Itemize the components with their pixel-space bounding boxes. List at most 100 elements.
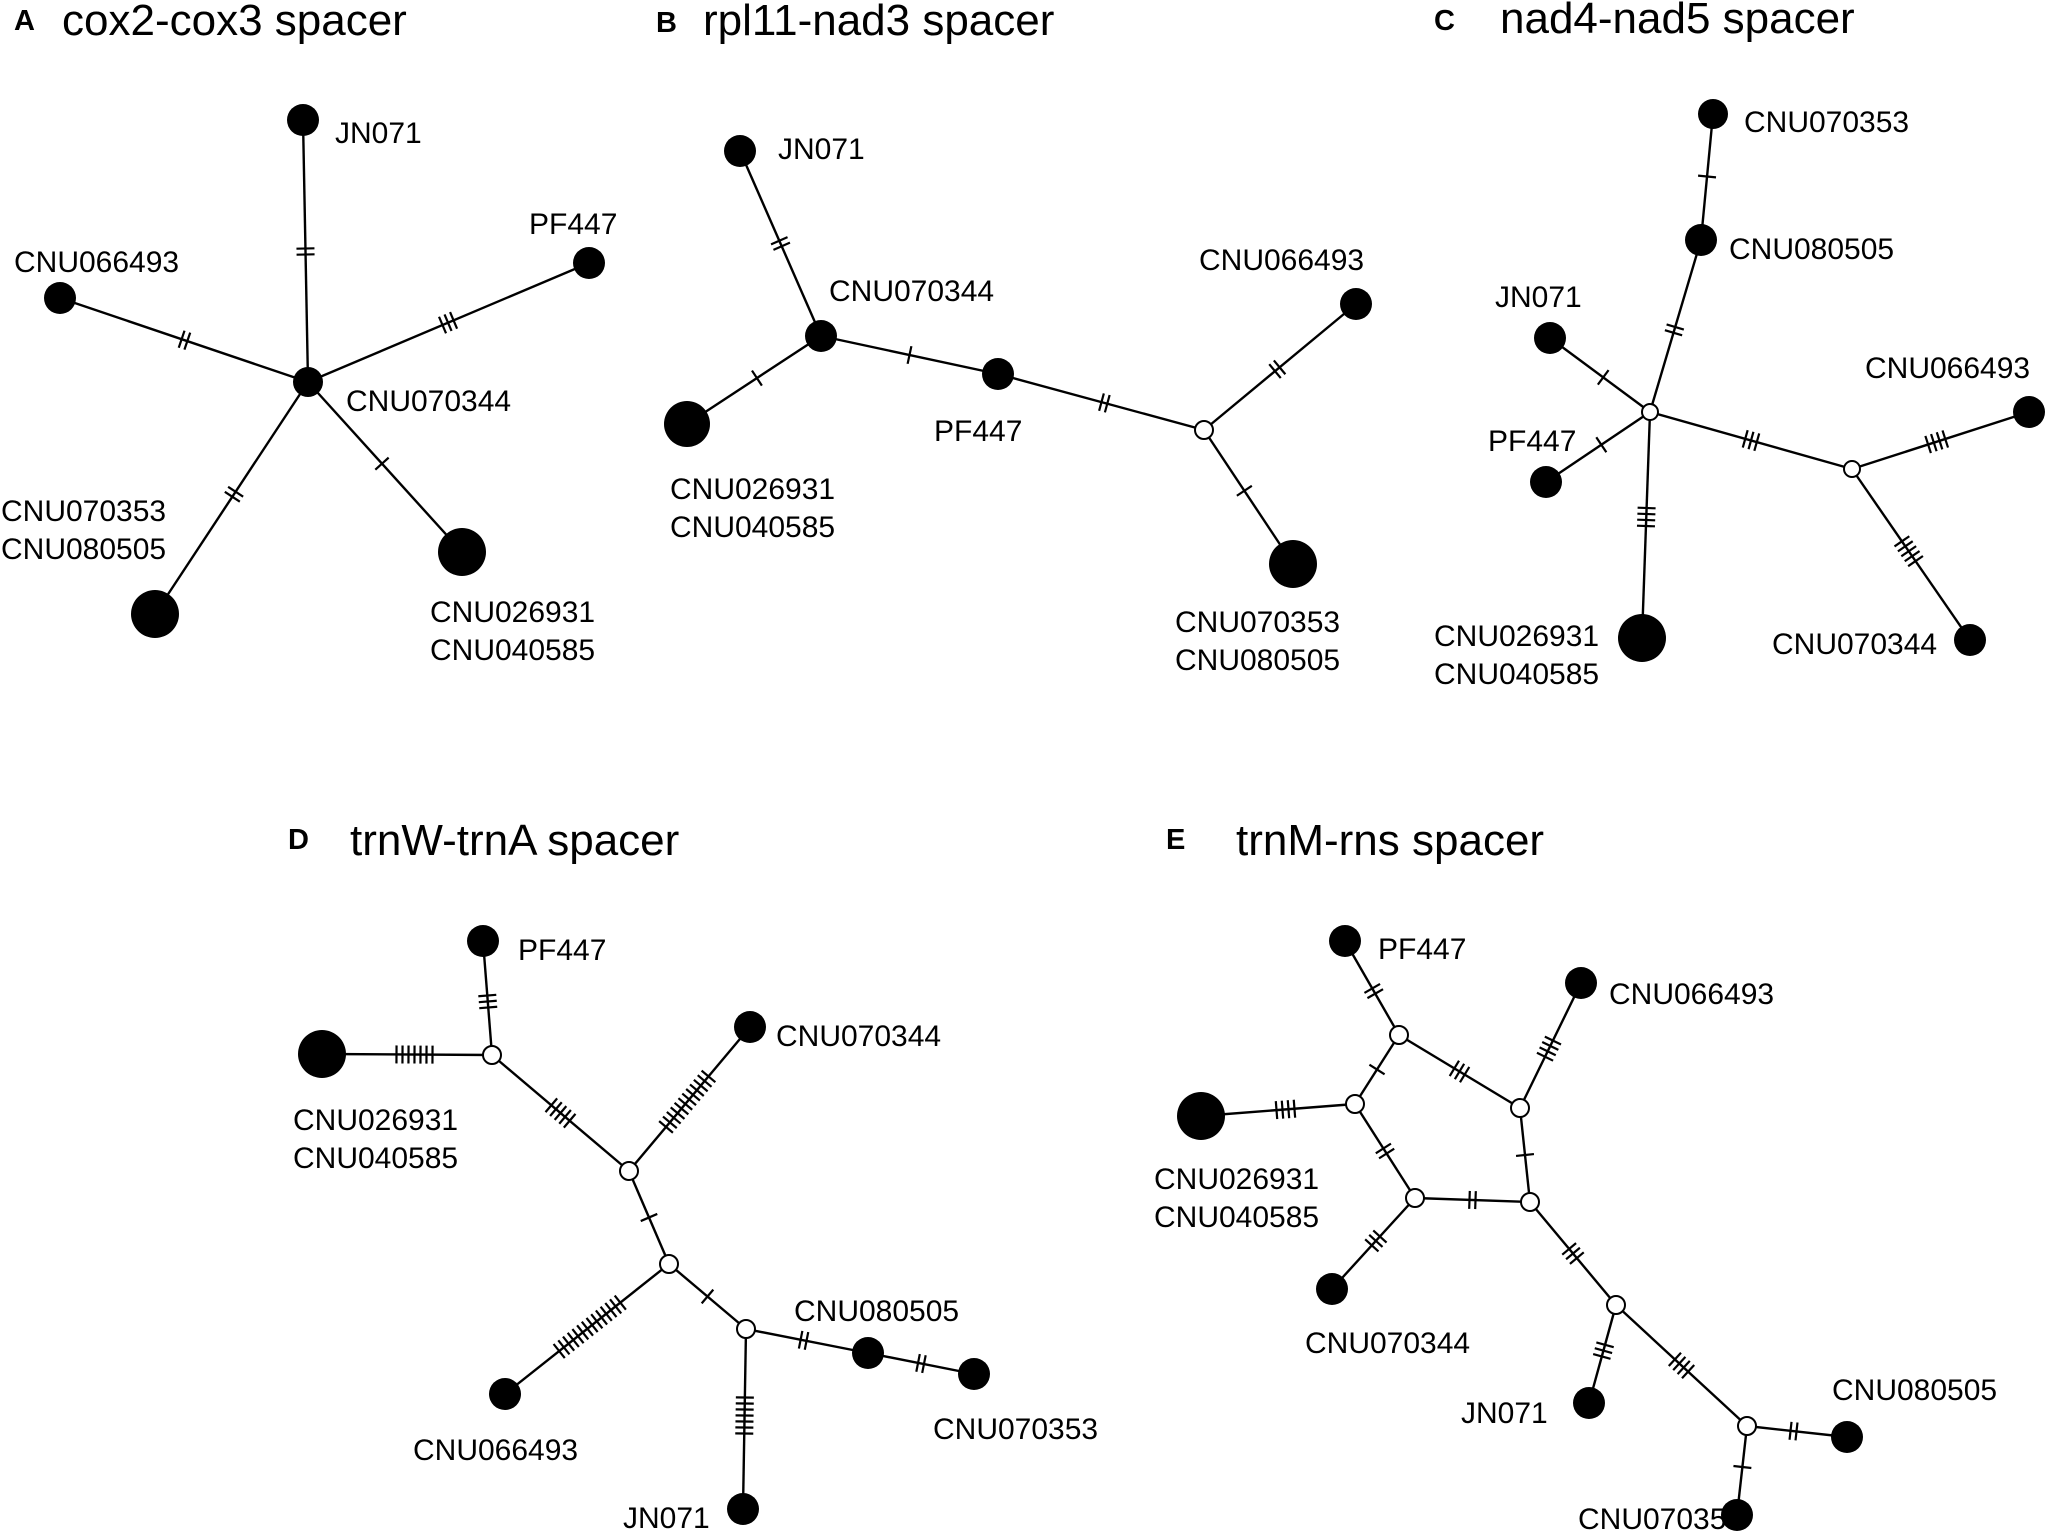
mutation-tick — [595, 1309, 608, 1326]
mutation-tick — [803, 1331, 810, 1350]
mutation-tick — [1273, 359, 1287, 375]
edge-c44-c26 — [686, 334, 822, 426]
mutation-tick — [1363, 982, 1381, 994]
haplotype-node — [438, 528, 486, 576]
haplotype-node — [298, 1030, 346, 1078]
node-label: CNU070353 — [1578, 1503, 1743, 1536]
haplotype-node — [293, 367, 323, 397]
node-label: CNU070344 — [829, 275, 994, 308]
mutation-tick — [1594, 1347, 1613, 1355]
mutation-tick — [1794, 1422, 1799, 1441]
panel-title: rpl11-nad3 spacer — [703, 0, 1054, 45]
node-label: CNU080505 — [794, 1295, 959, 1328]
mutation-tick — [1569, 1251, 1585, 1265]
panel-title: trnW-trnA spacer — [350, 816, 679, 865]
mutation-tick — [576, 1324, 590, 1341]
haplotype-node — [852, 1337, 884, 1369]
mutation-tick — [1541, 1041, 1559, 1051]
network-edges — [59, 119, 590, 615]
haplotype-node — [2013, 396, 2045, 428]
node-label: CNU026931 — [670, 473, 835, 506]
node-label: CNU070344 — [1305, 1327, 1470, 1360]
node-label: CNU040585 — [1434, 658, 1599, 691]
node-label: CNU026931 — [1154, 1163, 1319, 1196]
network-nodes — [1530, 99, 2045, 662]
mutation-tick — [1637, 506, 1656, 510]
mutation-tick — [1897, 540, 1914, 553]
mutation-tick — [609, 1298, 623, 1315]
mutation-tick — [1941, 430, 1950, 448]
mutation-tick — [697, 1074, 713, 1088]
panel-letter: D — [288, 824, 309, 856]
mutation-tick — [580, 1320, 594, 1337]
panel-letter: A — [14, 5, 35, 37]
node-label: CNU070353 — [1744, 106, 1909, 139]
mutation-tick — [677, 1097, 693, 1111]
mutation-tick — [557, 1339, 571, 1356]
haplotype-node — [1329, 925, 1361, 957]
haplotype-node — [287, 104, 319, 136]
edge-m1-c26 — [321, 1052, 493, 1057]
haplotype-node — [958, 1358, 990, 1390]
node-label: JN071 — [778, 133, 865, 166]
node-label: CNU026931 — [1434, 620, 1599, 653]
mutation-tick — [700, 1288, 715, 1305]
node-labels: JN071CNU070344CNU026931CNU040585PF447CNU… — [670, 133, 1364, 677]
node-label: CNU070353 — [933, 1413, 1098, 1446]
mutation-tick — [1924, 435, 1932, 454]
node-label: CNU040585 — [430, 634, 595, 667]
edge-pf-m1 — [481, 940, 494, 1056]
median-vector-node — [1389, 1025, 1409, 1045]
edge-m2-c44 — [1851, 468, 1971, 641]
panel-title: nad4-nad5 spacer — [1500, 0, 1855, 43]
edge-m2-c26 — [1200, 1102, 1356, 1118]
mutation-tick — [662, 1115, 678, 1129]
mutation-tick — [773, 241, 791, 251]
mutation-tick — [590, 1313, 604, 1329]
mutation-tick — [1459, 1066, 1471, 1083]
network-edges — [686, 150, 1357, 565]
node-label: CNU066493 — [1609, 978, 1774, 1011]
mutation-tick — [1292, 1099, 1297, 1118]
median-vector-node — [1843, 460, 1861, 478]
mutation-tick — [571, 1328, 585, 1344]
network-nodes — [1177, 925, 1863, 1531]
mutation-tick — [1592, 1352, 1611, 1360]
edge-c-jn — [301, 119, 310, 383]
mutation-tick — [1274, 1101, 1279, 1120]
mutation-tick — [613, 1294, 627, 1311]
mutation-tick — [1596, 369, 1610, 386]
mutation-tick — [906, 345, 913, 365]
mutation-tick — [915, 1353, 921, 1372]
mutation-tick — [1741, 429, 1749, 448]
median-vector-node — [1606, 1295, 1626, 1315]
haplotype-node — [1565, 967, 1597, 999]
node-label: CNU066493 — [1199, 244, 1364, 277]
mutation-tick — [1364, 1238, 1380, 1253]
edge-m6-m7 — [1615, 1304, 1748, 1427]
haplotype-node — [805, 320, 837, 352]
network-edges — [1200, 940, 1848, 1516]
haplotype-node — [664, 401, 710, 447]
mutation-tick — [549, 1101, 563, 1117]
mutation-tick — [1733, 1464, 1752, 1470]
node-label: CNU070344 — [1772, 628, 1937, 661]
node-labels: CNU070344JN071PF447CNU066493CNU026931CNU… — [1, 117, 617, 667]
mutation-tick — [1474, 1191, 1477, 1210]
mutation-tick — [1672, 1356, 1687, 1371]
node-label: CNU040585 — [293, 1142, 458, 1175]
node-label: CNU066493 — [1865, 352, 2030, 385]
mutation-tick — [1788, 1421, 1793, 1440]
node-labels: PF447CNU026931CNU040585CNU070344CNU06649… — [293, 934, 1098, 1535]
mutation-tick — [599, 1306, 613, 1322]
mutation-tick — [479, 1005, 498, 1010]
mutation-tick — [1565, 1246, 1581, 1261]
haplotype-node — [734, 1011, 766, 1043]
node-label: CNU040585 — [1154, 1201, 1319, 1234]
edge-m1-pf — [1545, 411, 1651, 483]
median-vector-node — [1520, 1192, 1540, 1212]
mutation-tick — [562, 1335, 576, 1352]
mutation-tick — [227, 485, 244, 498]
